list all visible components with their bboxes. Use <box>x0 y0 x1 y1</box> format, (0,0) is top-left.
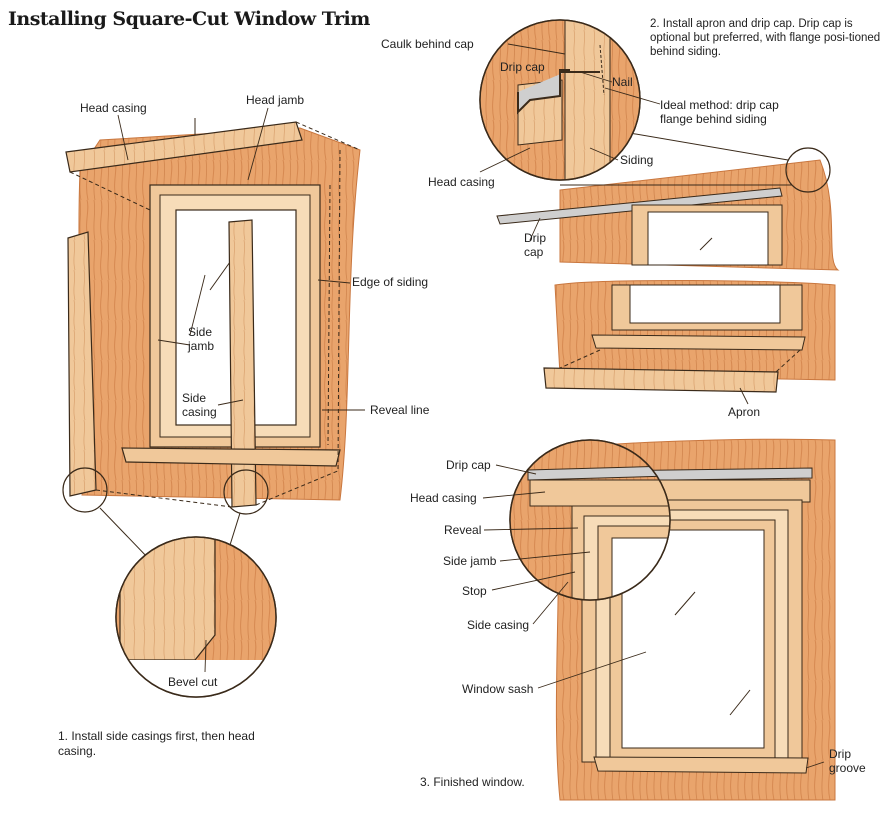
label-siding: Siding <box>620 153 654 167</box>
label-head-casing: Head casing <box>80 101 147 115</box>
label-head-casing-2: Head casing <box>428 175 495 189</box>
label-side-casing: Side casing <box>182 391 217 419</box>
label-drip-cap-2: Drip cap <box>524 231 547 259</box>
label-head-jamb: Head jamb <box>246 93 305 107</box>
caption-step-1: 1. Install side casings first, then head… <box>58 729 255 758</box>
label-side-jamb-3: Side jamb <box>443 554 497 568</box>
sill-finished <box>593 756 809 774</box>
right-side-casing <box>228 219 257 508</box>
label-window-sash: Window sash <box>462 682 534 696</box>
label-apron: Apron <box>728 405 761 419</box>
head-casing-board <box>65 121 303 173</box>
label-reveal: Reveal <box>444 523 482 537</box>
label-caulk-behind-cap: Caulk behind cap <box>381 37 474 51</box>
page-title: Installing Square-Cut Window Trim <box>8 8 370 30</box>
bevel-cut-detail <box>119 537 216 661</box>
label-reveal-line: Reveal line <box>370 403 430 417</box>
panel3-illustration <box>482 438 836 801</box>
caption-step-2: 2. Install apron and drip cap. Drip cap … <box>650 18 881 58</box>
label-head-casing-3: Head casing <box>410 491 477 505</box>
label-nail: Nail <box>612 75 633 89</box>
label-stop: Stop <box>462 584 487 598</box>
panel2-illustration <box>479 19 840 405</box>
label-drip-cap-inset: Drip cap <box>500 60 545 74</box>
caption-step-3: 3. Finished window. <box>420 775 525 789</box>
apron-board <box>543 367 779 393</box>
panel1-illustration <box>62 107 365 698</box>
stool <box>591 334 806 351</box>
label-bevel-cut: Bevel cut <box>168 675 218 689</box>
label-edge-of-siding: Edge of siding <box>352 275 429 289</box>
label-drip-cap-3: Drip cap <box>446 458 491 472</box>
sill <box>121 447 341 467</box>
label-side-casing-3: Side casing <box>467 618 530 632</box>
label-ideal-method: Ideal method: drip cap flange behind sid… <box>660 98 779 126</box>
label-side-jamb: Side jamb <box>188 325 215 353</box>
label-drip-groove: Drip groove <box>829 747 866 775</box>
